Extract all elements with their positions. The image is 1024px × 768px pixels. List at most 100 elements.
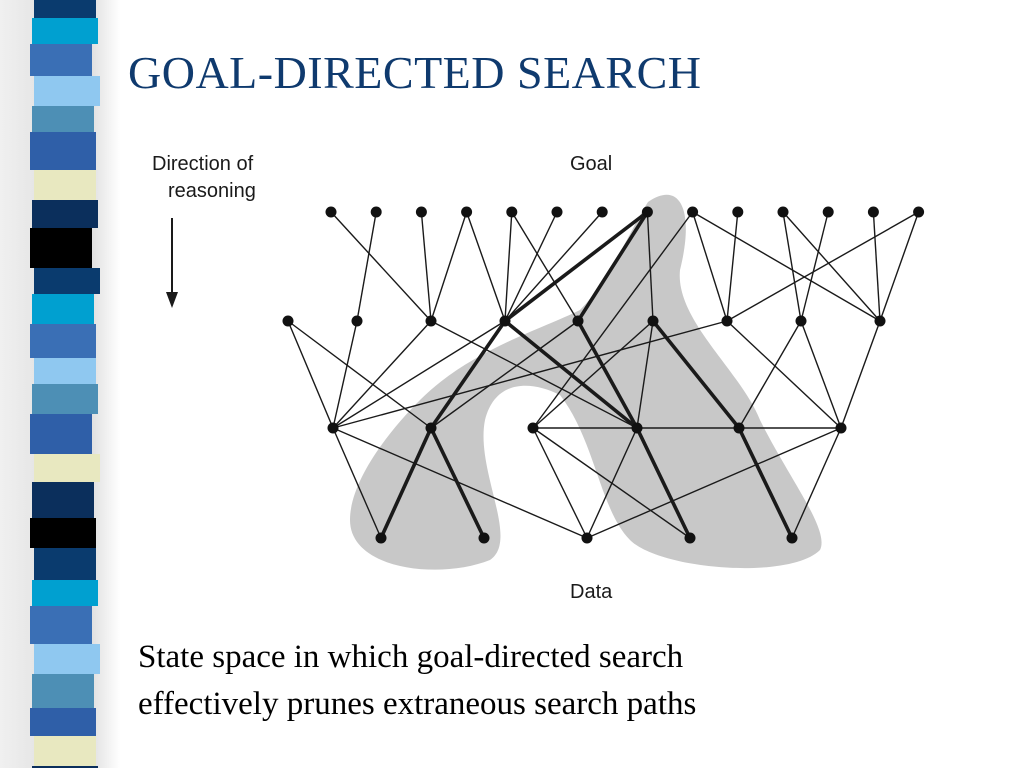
level-3-node xyxy=(527,422,539,434)
state-edge xyxy=(504,211,603,322)
state-space-diagram: Direction of reasoning Goal Data xyxy=(152,153,925,603)
direction-label-line2: reasoning xyxy=(168,180,256,202)
goal-path-edge xyxy=(576,211,649,322)
state-edge xyxy=(879,211,920,322)
strip-block xyxy=(32,674,94,708)
data-level-node xyxy=(786,532,798,544)
state-edge xyxy=(287,320,334,429)
data-label: Data xyxy=(570,581,613,603)
strip-block xyxy=(34,76,100,106)
goal-level-node xyxy=(867,206,879,218)
state-edge xyxy=(430,320,579,429)
state-edge xyxy=(330,211,432,322)
state-edge xyxy=(504,211,513,322)
strip-block xyxy=(34,358,96,384)
data-level-node xyxy=(581,532,593,544)
caption-line-1: State space in which goal-directed searc… xyxy=(138,639,684,675)
state-edge xyxy=(287,320,432,429)
state-edge xyxy=(726,211,739,322)
goal-path-edge xyxy=(429,319,507,430)
state-edge xyxy=(332,320,358,429)
goal-label: Goal xyxy=(570,153,612,175)
level-2-node xyxy=(351,315,363,327)
goal-path-edge xyxy=(503,210,649,323)
strip-block xyxy=(34,454,100,482)
strip-block xyxy=(32,384,98,414)
strip-block xyxy=(30,518,96,548)
level-3-node xyxy=(631,422,643,434)
strip-block xyxy=(30,324,96,358)
strip-block xyxy=(34,644,100,674)
state-edge xyxy=(782,211,802,322)
level-2-node xyxy=(425,315,437,327)
level-2-node xyxy=(499,315,511,327)
data-level-node xyxy=(375,532,387,544)
goal-level-node xyxy=(641,206,653,218)
direction-label-line1: Direction of xyxy=(152,153,254,175)
strip-block xyxy=(30,228,92,268)
caption-line-2: effectively prunes extraneous search pat… xyxy=(138,686,697,722)
goal-directed-region xyxy=(350,194,822,570)
strip-block xyxy=(34,736,96,766)
strip-block xyxy=(32,294,94,324)
slide-caption: State space in which goal-directed searc… xyxy=(138,634,998,728)
goal-level-node xyxy=(415,206,427,218)
state-edge xyxy=(791,427,842,539)
decorative-strip xyxy=(0,0,120,768)
goal-level-node xyxy=(687,206,699,218)
state-edge xyxy=(332,427,382,539)
goal-level-node xyxy=(913,206,925,218)
strip-block xyxy=(34,170,96,200)
level-2-node xyxy=(647,315,659,327)
direction-arrow-head xyxy=(166,292,178,308)
level-3-node xyxy=(425,422,437,434)
strip-block xyxy=(34,268,100,294)
strip-block xyxy=(32,482,94,518)
state-edge xyxy=(738,320,802,429)
goal-path-edge xyxy=(651,319,741,430)
slide-title: GOAL-DIRECTED SEARCH xyxy=(128,47,702,98)
goal-level-node xyxy=(732,206,744,218)
goal-path-edge xyxy=(635,427,692,539)
strip-block xyxy=(30,708,96,736)
goal-path-edge xyxy=(576,320,639,429)
goal-level-node xyxy=(822,206,834,218)
state-edge xyxy=(636,320,654,429)
data-level-node xyxy=(684,532,696,544)
goal-path-edge xyxy=(429,427,486,539)
goal-path-edge xyxy=(379,427,433,539)
strip-block xyxy=(32,18,98,44)
state-edge xyxy=(692,211,881,322)
strip-block xyxy=(32,106,94,132)
strip-block xyxy=(30,414,92,454)
level-2-node xyxy=(795,315,807,327)
state-edge xyxy=(532,211,694,429)
level-2-node xyxy=(721,315,733,327)
level-3-node xyxy=(327,422,339,434)
strip-block xyxy=(32,200,98,228)
state-edge xyxy=(332,320,728,429)
state-edge xyxy=(646,211,654,322)
state-edge xyxy=(532,320,654,429)
state-edge xyxy=(726,320,842,429)
strip-block xyxy=(32,766,98,768)
level-2-node xyxy=(572,315,584,327)
state-edge xyxy=(356,211,377,322)
state-edge xyxy=(840,320,881,429)
state-edge xyxy=(691,211,728,322)
goal-level-node xyxy=(506,206,518,218)
state-edge xyxy=(726,211,919,322)
state-edge xyxy=(504,211,558,322)
strip-block xyxy=(34,548,96,580)
strip-block xyxy=(34,0,96,18)
level-3-node xyxy=(733,422,745,434)
state-edge xyxy=(430,211,468,322)
goal-level-node xyxy=(370,206,382,218)
state-edge xyxy=(586,427,842,539)
state-edge xyxy=(332,427,588,539)
state-edge xyxy=(800,320,842,429)
level-2-node xyxy=(282,315,294,327)
state-edge xyxy=(465,211,506,322)
goal-level-node xyxy=(325,206,337,218)
state-edge xyxy=(430,320,638,429)
